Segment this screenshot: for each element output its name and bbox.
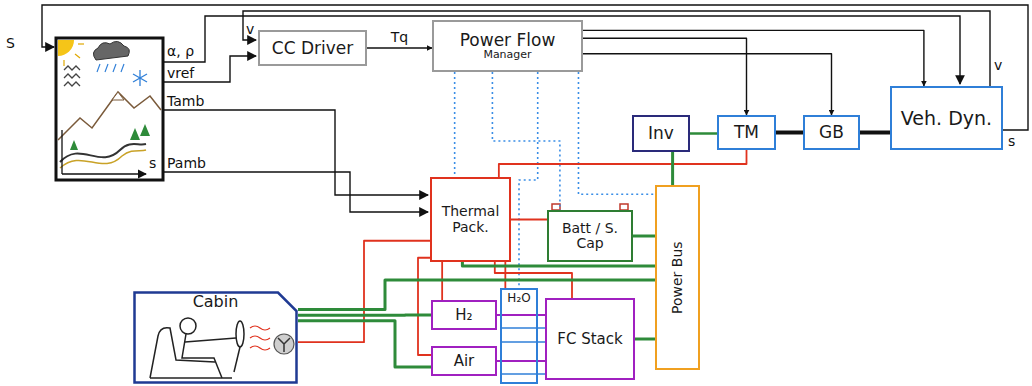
inverter-box: Inv <box>632 115 690 152</box>
node-label: Manager <box>480 49 534 61</box>
signal-label: s <box>149 156 156 171</box>
connector <box>671 152 674 185</box>
signal-label: v <box>994 58 1002 73</box>
water-channel-rungs <box>500 328 545 374</box>
node-label: Power Flow <box>457 31 559 50</box>
signal-label: α, ρ <box>167 44 194 59</box>
cabin-fan <box>274 334 294 354</box>
vehicle-dynamics-box: Veh. Dyn. <box>890 86 1003 150</box>
controller-box: CC Driver <box>258 30 367 66</box>
heat-waves <box>250 326 270 350</box>
connector <box>578 72 655 194</box>
connector <box>298 241 430 342</box>
fuel-cell-box: FC Stack <box>545 298 635 380</box>
signal-label: Tamb <box>167 94 204 109</box>
signal-label: vref <box>167 66 194 81</box>
connector <box>492 72 560 210</box>
gearbox-box: GB <box>803 115 860 150</box>
connector <box>860 131 890 135</box>
manager-box: Power FlowManager <box>432 20 583 72</box>
connector <box>635 338 655 341</box>
battery-box: Batt / S. Cap <box>547 210 633 262</box>
node-label: Air <box>451 353 478 370</box>
connector <box>298 321 431 367</box>
connector <box>418 258 431 355</box>
signal-label: v <box>246 22 254 37</box>
node-label: Thermal Pack. <box>432 204 509 235</box>
node-label: H₂O <box>504 292 533 305</box>
node-label: CC Driver <box>269 39 356 58</box>
connector <box>462 262 655 266</box>
connector <box>454 72 456 177</box>
cabin-outline-path <box>135 293 297 383</box>
connector <box>367 47 432 49</box>
environment-illustration <box>56 38 163 180</box>
connector <box>298 314 431 317</box>
signal-label: S <box>6 36 15 51</box>
edge-label: Tq <box>389 30 410 45</box>
node-label: Inv <box>645 124 677 143</box>
air-box: Air <box>431 346 497 376</box>
connector <box>497 314 545 316</box>
motor-box: TM <box>717 115 776 150</box>
cabin-region: Cabin <box>133 291 298 384</box>
connector <box>499 150 747 177</box>
thermal-box: Thermal Pack. <box>430 177 511 262</box>
cabin-outline <box>133 291 298 384</box>
connector <box>519 72 538 288</box>
hydrogen-box: H₂ <box>431 300 497 330</box>
node-label: TM <box>731 123 762 142</box>
connector <box>583 54 832 115</box>
connector <box>497 360 545 362</box>
signal-label: s <box>1008 134 1015 149</box>
connector <box>776 131 803 135</box>
battery-terminals <box>552 204 628 210</box>
connector <box>298 280 655 310</box>
node-label: Power Bus <box>670 238 685 317</box>
connector <box>690 132 717 135</box>
node-label: Veh. Dyn. <box>898 108 995 129</box>
connector <box>583 30 924 86</box>
signal-label: Pamb <box>167 156 206 171</box>
node-label: H₂ <box>452 307 475 324</box>
node-label: FC Stack <box>554 331 625 348</box>
water-box: H₂O <box>500 288 538 384</box>
connector <box>583 38 747 115</box>
connector <box>511 219 547 221</box>
node-label: Batt / S. Cap <box>549 221 631 252</box>
connector <box>633 235 655 238</box>
node-label: Cabin <box>190 293 242 311</box>
node-label: GB <box>816 123 847 142</box>
driver-figure <box>150 318 244 378</box>
power-bus: Power Bus <box>655 185 700 370</box>
signal-lines <box>42 5 1028 212</box>
